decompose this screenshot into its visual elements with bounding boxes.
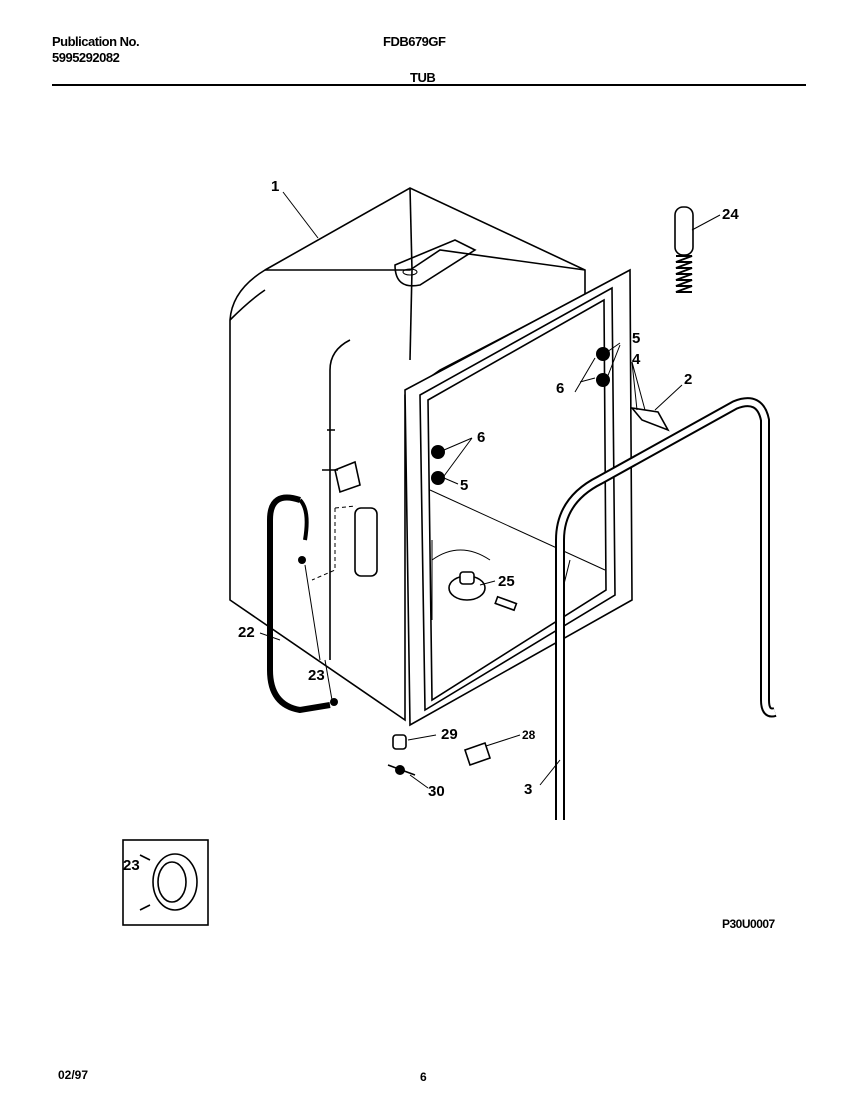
callout-29: 29 [441, 726, 458, 743]
callout-4: 4 [632, 351, 641, 368]
callout-3: 3 [524, 781, 532, 798]
callout-23-inset: 23 [123, 857, 140, 874]
callout-23: 23 [308, 667, 325, 684]
hinge-bracket [630, 406, 670, 432]
callout-24: 24 [722, 206, 739, 223]
callout-6-upper: 6 [556, 380, 564, 397]
callout-22: 22 [238, 624, 255, 641]
page-number: 6 [420, 1070, 427, 1084]
callout-30: 30 [428, 783, 445, 800]
tub-front-frame [404, 268, 633, 727]
footer-date: 02/97 [58, 1068, 89, 1082]
spring-pin [674, 206, 694, 293]
publication-label: Publication No. [52, 34, 140, 49]
model-number: FDB679GF [383, 34, 446, 49]
clamp-detail-inset [122, 839, 209, 926]
callout-6-lower: 6 [477, 429, 485, 446]
callout-5-upper: 5 [632, 330, 640, 347]
figure-code: P30U0007 [722, 917, 775, 931]
callout-28: 28 [522, 728, 536, 742]
header-rule [52, 84, 806, 86]
callout-5-lower: 5 [460, 477, 468, 494]
small-fittings [387, 734, 492, 776]
callout-2: 2 [684, 371, 692, 388]
upper-fasteners [431, 347, 610, 485]
side-hose-bracket [311, 339, 378, 660]
callout-1: 1 [271, 178, 279, 195]
leader-lines [259, 191, 721, 789]
publication-number: 5995292082 [52, 50, 120, 65]
callout-25: 25 [498, 573, 515, 590]
section-title: TUB [410, 70, 436, 85]
door-gasket [555, 397, 777, 820]
tub-body [229, 187, 586, 722]
spray-arm-hub [448, 571, 518, 612]
